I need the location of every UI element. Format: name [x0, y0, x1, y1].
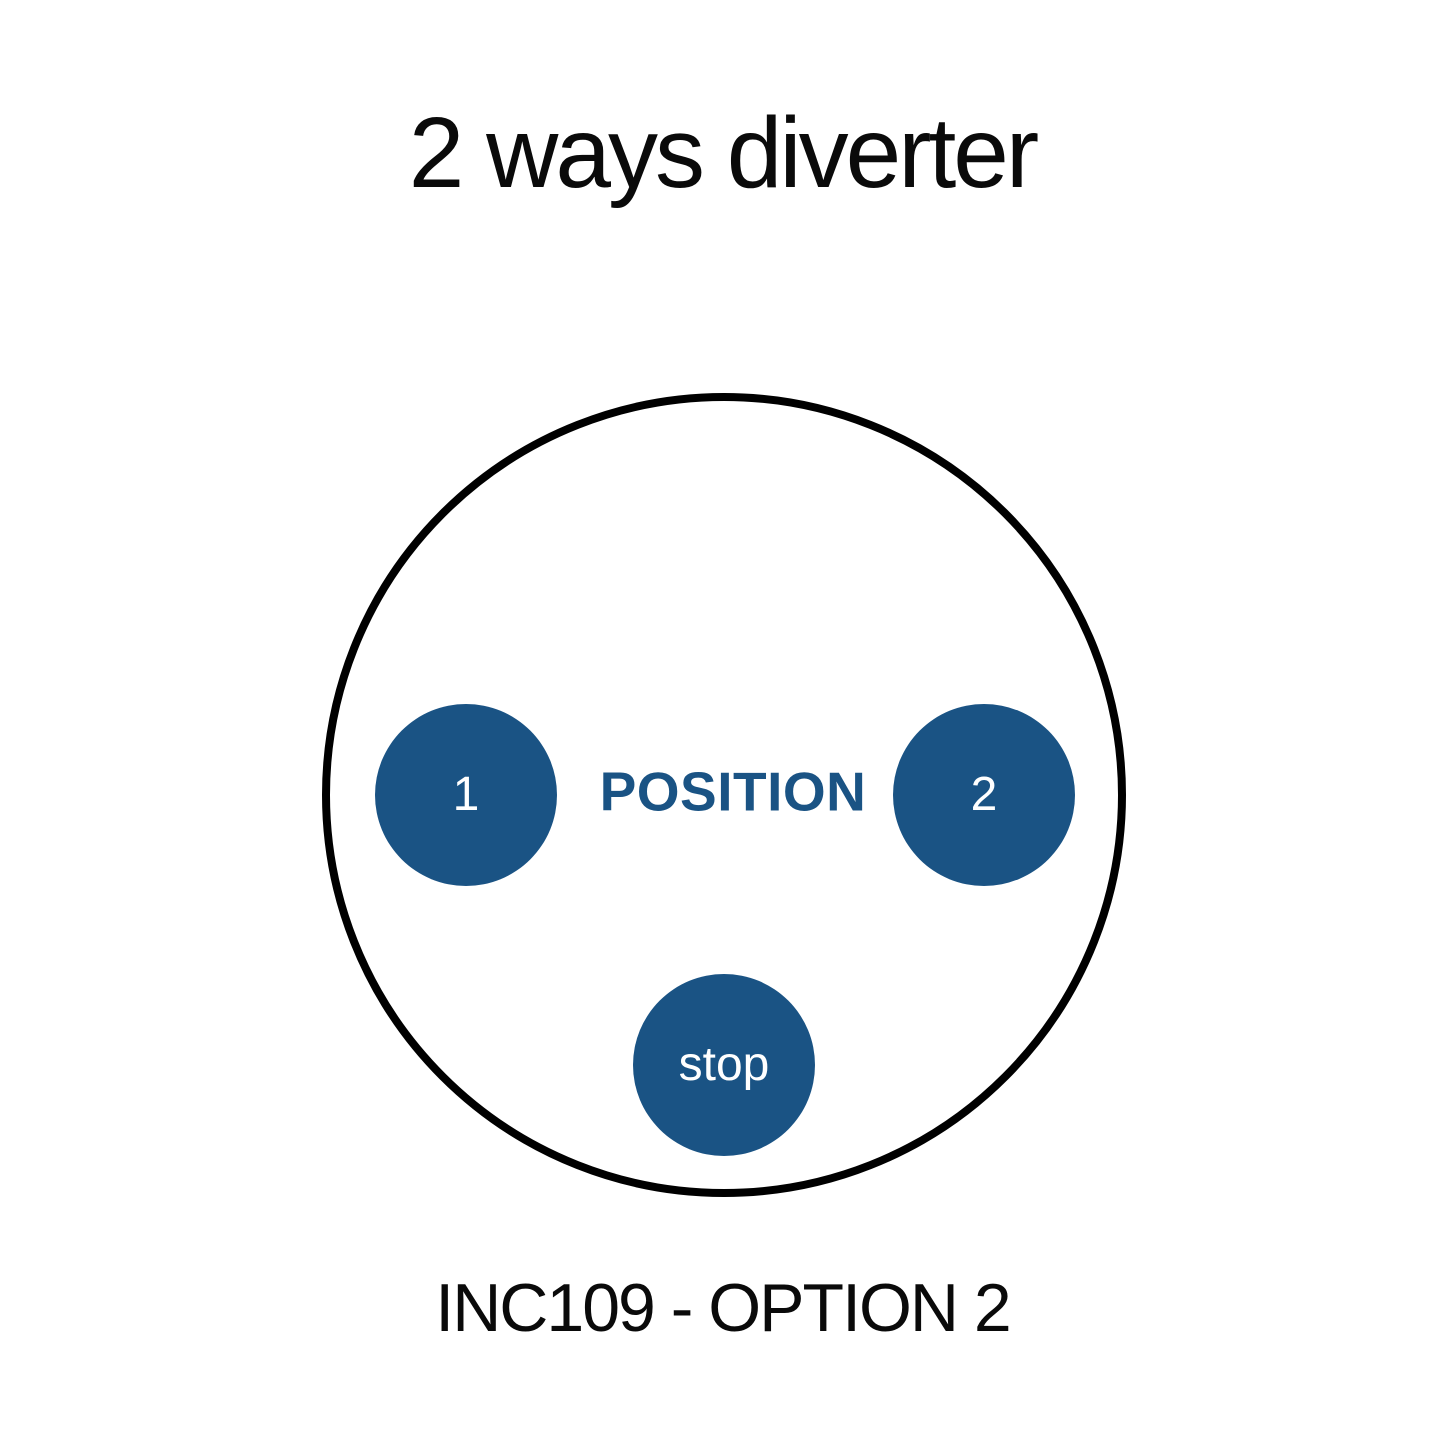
model-caption: INC109 - OPTION 2 [435, 1270, 1011, 1346]
page-title: 2 ways diverter [408, 97, 1039, 209]
position-2-dot: 2 [893, 704, 1075, 886]
position-stop-label: stop [678, 1038, 770, 1091]
dial-outline-circle [322, 393, 1126, 1197]
position-2-label: 2 [970, 768, 998, 821]
position-stop-dot: stop [633, 974, 815, 1156]
position-1-dot: 1 [375, 704, 557, 886]
position-1-label: 1 [452, 768, 480, 821]
position-center-label: POSITION [599, 760, 867, 823]
